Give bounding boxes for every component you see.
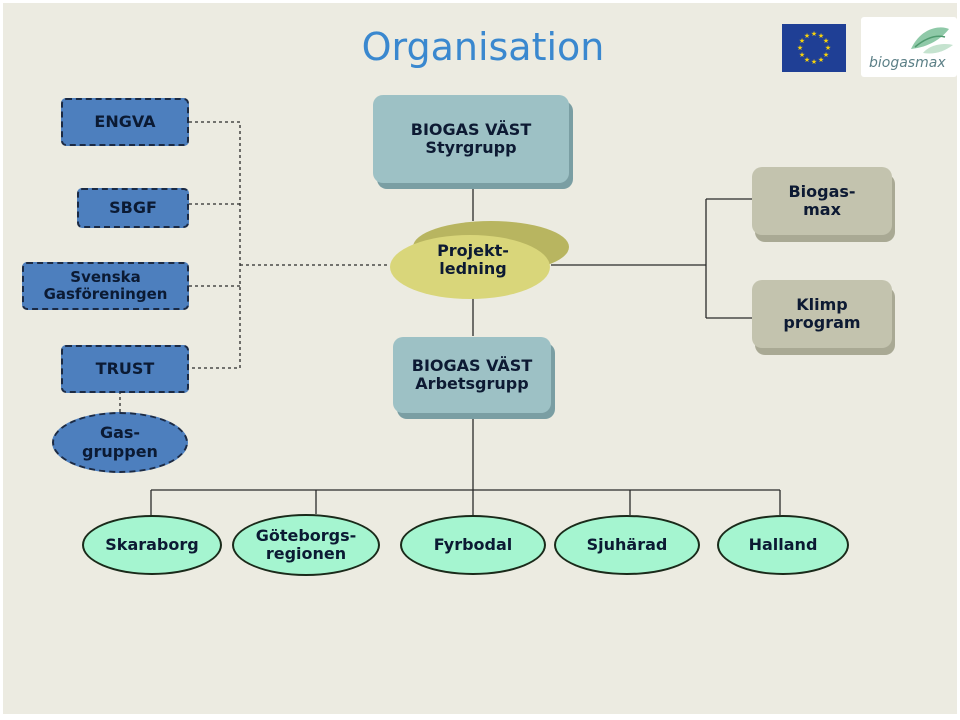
svg-text:★: ★ [811, 30, 817, 38]
eu-flag-logo: ★★★ ★★★ ★★★ ★★★ [782, 24, 846, 72]
svg-text:★: ★ [799, 51, 805, 59]
leaf-icon [911, 27, 953, 54]
projektledning-node: Projekt- ledning [398, 235, 548, 285]
svg-text:★: ★ [818, 32, 824, 40]
svg-text:★: ★ [811, 58, 817, 66]
projektledning-shape [390, 221, 569, 299]
gasgruppen-node: Gas-gruppen [52, 412, 188, 473]
biogasmax-logo-text: biogasmax [869, 55, 946, 71]
svg-text:★: ★ [825, 44, 831, 52]
region-label: Sjuhärad [586, 534, 668, 554]
biogasmax-line1: Biogas- [788, 181, 856, 201]
sbgf-node: SBGF [77, 188, 189, 228]
styrgrupp-line1: BIOGAS VÄST [410, 119, 532, 139]
svenska-gasforeningen-node: Svenska Gasföreningen [22, 262, 189, 310]
arbetsgrupp-line1: BIOGAS VÄST [411, 355, 533, 375]
connector-lines [119, 121, 781, 515]
styrgrupp-node: BIOGAS VÄST Styrgrupp [373, 95, 569, 183]
svg-text:★: ★ [818, 56, 824, 64]
region-label: Göteborgs-regionen [255, 525, 357, 563]
trust-label: TRUST [95, 358, 155, 378]
slide: Organisation ★★★ ★★★ ★★★ ★★★ biogasmax [3, 3, 957, 714]
svg-text:★: ★ [823, 51, 829, 59]
region-label: Fyrbodal [433, 534, 513, 554]
projekt-line2: ledning [439, 259, 507, 278]
engva-node: ENGVA [61, 98, 189, 146]
svenska-gasforeningen-label: Svenska Gasföreningen [43, 267, 168, 303]
klimp-line2: program [783, 313, 861, 332]
klimp-line1: Klimp [796, 294, 848, 314]
region-goteborgsregionen: Göteborgs-regionen [232, 514, 380, 576]
page-title: Organisation [361, 25, 605, 69]
biogasmax-node: Biogas- max [752, 167, 892, 235]
trust-node: TRUST [61, 345, 189, 393]
styrgrupp-line2: Styrgrupp [425, 138, 517, 157]
gasgruppen-label: Gas-gruppen [82, 423, 158, 461]
svg-text:★: ★ [799, 37, 805, 45]
region-label: Halland [748, 534, 818, 554]
svg-text:★: ★ [823, 37, 829, 45]
klimp-program-node: Klimp program [752, 280, 892, 348]
arbetsgrupp-line2: Arbetsgrupp [415, 374, 529, 393]
svg-text:★: ★ [797, 44, 803, 52]
svg-text:★: ★ [804, 56, 810, 64]
region-skaraborg: Skaraborg [82, 515, 222, 575]
engva-label: ENGVA [94, 111, 156, 131]
projekt-line1: Projekt- [437, 240, 509, 260]
region-halland: Halland [717, 515, 849, 575]
region-sjuharad: Sjuhärad [554, 515, 700, 575]
region-fyrbodal: Fyrbodal [400, 515, 546, 575]
arbetsgrupp-node: BIOGAS VÄST Arbetsgrupp [393, 337, 551, 413]
biogasmax-line2: max [803, 200, 841, 219]
svg-text:★: ★ [804, 32, 810, 40]
dashed-connector-engva [189, 121, 241, 369]
biogasmax-logo: biogasmax [861, 17, 957, 77]
region-label: Skaraborg [105, 534, 199, 554]
sbgf-label: SBGF [109, 197, 157, 217]
eu-stars-icon: ★★★ ★★★ ★★★ ★★★ [797, 30, 831, 66]
